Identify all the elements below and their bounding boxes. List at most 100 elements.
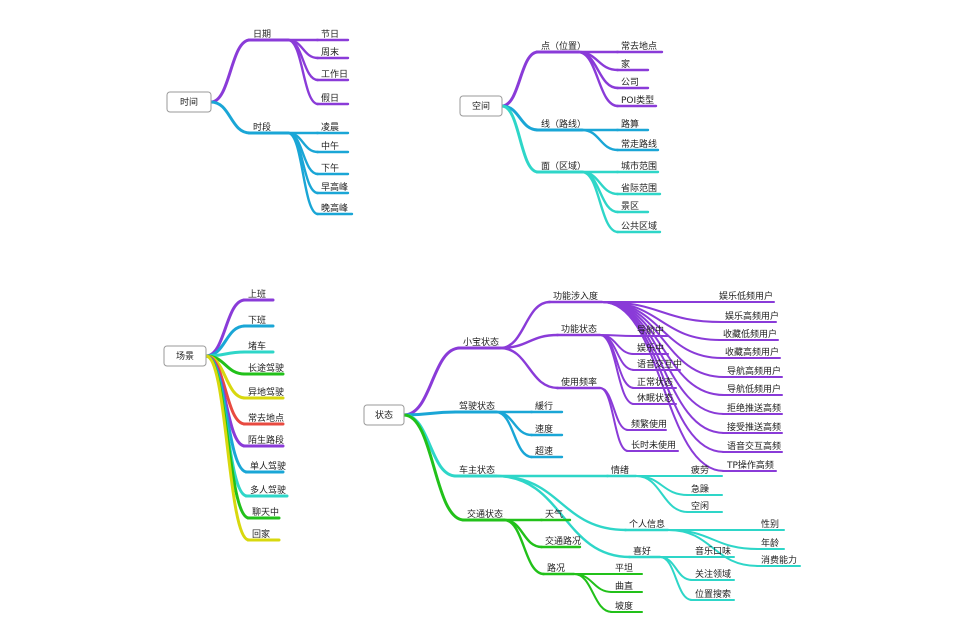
subtopic-label[interactable]: 景区 bbox=[621, 201, 639, 212]
subtopic-label[interactable]: 家 bbox=[621, 58, 630, 70]
subtopic-label[interactable]: 音乐口味 bbox=[695, 545, 731, 557]
subtopic-label[interactable]: 情绪 bbox=[611, 464, 629, 476]
branch-connector bbox=[576, 50, 620, 108]
subtopic-label[interactable]: 休眠状态 bbox=[637, 392, 673, 404]
subtopic-label[interactable]: 曲直 bbox=[615, 580, 633, 592]
branch-connector bbox=[500, 50, 540, 108]
subtopic-label[interactable]: 消费能力 bbox=[761, 554, 797, 566]
subtopic-label[interactable]: 拒绝推送高频 bbox=[727, 402, 781, 414]
branch-connector bbox=[580, 128, 620, 152]
subtopic-label[interactable]: 个人信息 bbox=[629, 518, 665, 530]
main-topic-label[interactable]: 陌生路段 bbox=[248, 434, 284, 446]
main-topic-label[interactable]: 单人驾驶 bbox=[250, 460, 286, 472]
subtopic-label[interactable]: 天气 bbox=[545, 508, 563, 520]
subtopic-label[interactable]: 晚高峰 bbox=[321, 202, 348, 214]
main-topic-label[interactable]: 长途驾驶 bbox=[248, 362, 284, 374]
main-topic-label[interactable]: 点（位置） bbox=[541, 40, 586, 52]
subtopic-label[interactable]: 关注领域 bbox=[695, 568, 731, 580]
subtopic-label[interactable]: 喜好 bbox=[633, 545, 651, 557]
main-topic-label[interactable]: 车主状态 bbox=[459, 464, 495, 476]
subtopic-label[interactable]: 路况 bbox=[547, 562, 565, 574]
main-topic-label[interactable]: 驾驶状态 bbox=[459, 400, 495, 412]
subtopic-label[interactable]: 凌晨 bbox=[321, 121, 339, 133]
subtopic-label[interactable]: 常去地点 bbox=[621, 40, 657, 52]
subtopic-label[interactable]: 坡度 bbox=[615, 600, 633, 612]
main-topic-label[interactable]: 小宝状态 bbox=[463, 336, 499, 348]
branch-connector bbox=[502, 518, 546, 576]
subtopic-label[interactable]: 功能涉入度 bbox=[553, 290, 598, 302]
subtopic-label[interactable]: 交通路况 bbox=[545, 535, 581, 547]
subtopic-label[interactable]: 使用频率 bbox=[561, 376, 597, 388]
main-topic-label[interactable]: 交通状态 bbox=[467, 508, 503, 520]
main-topic-label[interactable]: 异地驾驶 bbox=[248, 386, 284, 398]
subtopic-label[interactable]: 收藏高频用户 bbox=[725, 346, 779, 358]
subtopic-label[interactable]: 緩行 bbox=[535, 400, 553, 412]
subtopic-label[interactable]: 长时未使用 bbox=[631, 439, 676, 451]
central-topic-label: 空间 bbox=[472, 100, 490, 112]
subtopic-label[interactable]: 导航高频用户 bbox=[727, 365, 781, 377]
subtopic-label[interactable]: POI类型 bbox=[621, 94, 654, 106]
subtopic-label[interactable]: 频繁使用 bbox=[631, 418, 667, 430]
subtopic-label[interactable]: 疲劳 bbox=[691, 464, 709, 476]
subtopic-label[interactable]: 语音交互高频 bbox=[727, 440, 781, 452]
subtopic-label[interactable]: 省际范围 bbox=[621, 182, 657, 194]
main-topic-label[interactable]: 上班 bbox=[248, 288, 266, 300]
main-topic-label[interactable]: 堵车 bbox=[248, 340, 266, 352]
subtopic-label[interactable]: 娱乐低频用户 bbox=[719, 290, 773, 302]
subtopic-label[interactable]: 正常状态 bbox=[637, 376, 673, 388]
subtopic-label[interactable]: 公共区域 bbox=[621, 220, 657, 232]
main-topic-label[interactable]: 下班 bbox=[248, 314, 266, 326]
subtopic-label[interactable]: 周末 bbox=[321, 46, 339, 58]
branch-connector bbox=[209, 100, 252, 135]
subtopic-label[interactable]: 工作日 bbox=[321, 68, 348, 80]
main-topic-label[interactable]: 常去地点 bbox=[248, 412, 284, 424]
branch-connector bbox=[500, 104, 540, 174]
branch-connector bbox=[635, 475, 689, 496]
subtopic-label[interactable]: 节日 bbox=[321, 29, 339, 40]
subtopic-label[interactable]: 急躁 bbox=[691, 483, 709, 495]
subtopic-label[interactable]: 娱乐中 bbox=[637, 342, 664, 354]
main-topic-label[interactable]: 面（区域） bbox=[541, 160, 586, 172]
subtopic-label[interactable]: 娱乐高频用户 bbox=[725, 310, 779, 322]
main-topic-label[interactable]: 日期 bbox=[253, 29, 271, 40]
subtopic-label[interactable]: 城市范围 bbox=[621, 160, 657, 172]
subtopic-label[interactable]: 空闲 bbox=[691, 500, 709, 512]
subtopic-label[interactable]: 假日 bbox=[321, 93, 339, 104]
subtopic-label[interactable]: 超速 bbox=[535, 445, 553, 457]
central-topic-box[interactable] bbox=[163, 345, 207, 367]
central-topic-box[interactable] bbox=[459, 95, 503, 117]
central-topic-label: 场景 bbox=[176, 351, 194, 362]
main-topic-label[interactable]: 回家 bbox=[252, 528, 270, 540]
main-topic-label[interactable]: 时段 bbox=[253, 121, 271, 133]
branch-connector bbox=[667, 529, 759, 567]
subtopic-label[interactable]: 公司 bbox=[621, 77, 639, 88]
branch-connector bbox=[580, 170, 620, 234]
main-topic-label[interactable]: 聊天中 bbox=[252, 506, 279, 518]
subtopic-label[interactable]: 语音交互中 bbox=[637, 358, 682, 370]
subtopic-label[interactable]: 收藏低频用户 bbox=[723, 328, 777, 340]
subtopic-label[interactable]: TP操作高频 bbox=[726, 459, 774, 471]
subtopic-label[interactable]: 速度 bbox=[535, 423, 553, 435]
subtopic-label[interactable]: 早高峰 bbox=[321, 181, 348, 193]
subtopic-label[interactable]: 功能状态 bbox=[561, 323, 597, 335]
main-topic-label[interactable]: 线（路线） bbox=[541, 118, 586, 130]
subtopic-label[interactable]: 位置搜索 bbox=[695, 588, 731, 600]
subtopic-label[interactable]: 导航低频用户 bbox=[727, 383, 781, 395]
subtopic-label[interactable]: 下午 bbox=[321, 162, 339, 174]
subtopic-label[interactable]: 路算 bbox=[621, 118, 639, 130]
subtopic-label[interactable]: 导航中 bbox=[637, 324, 664, 336]
subtopic-label[interactable]: 接受推送高频 bbox=[727, 421, 781, 433]
central-topic-box[interactable] bbox=[363, 404, 405, 426]
main-topic-label[interactable]: 多人驾驶 bbox=[250, 484, 286, 496]
subtopic-label[interactable]: 中午 bbox=[321, 140, 339, 152]
branch-connector bbox=[659, 556, 693, 601]
branch-connector bbox=[402, 413, 458, 478]
subtopic-label[interactable]: 常走路线 bbox=[621, 138, 657, 150]
subtopic-label[interactable]: 年龄 bbox=[761, 537, 779, 549]
central-topic-box[interactable] bbox=[166, 91, 212, 113]
subtopic-label[interactable]: 性别 bbox=[761, 518, 779, 530]
branch-connector bbox=[209, 38, 252, 104]
subtopic-label[interactable]: 平坦 bbox=[615, 563, 633, 574]
